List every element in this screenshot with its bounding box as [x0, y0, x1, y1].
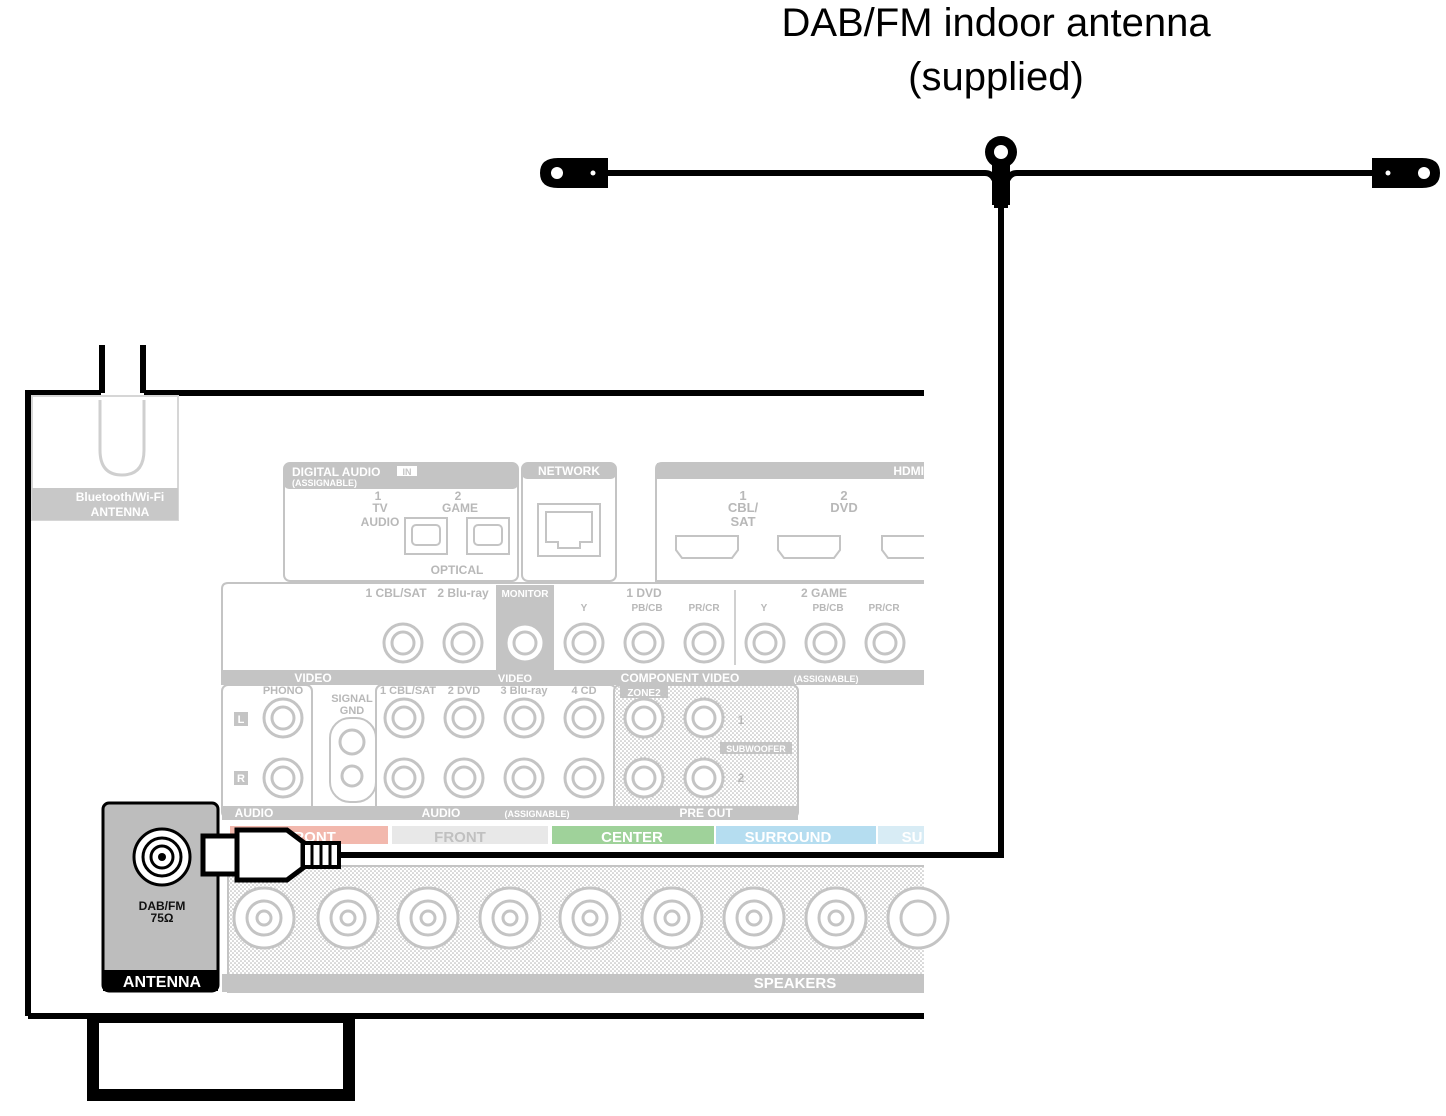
- svg-text:PR/CR: PR/CR: [688, 603, 720, 614]
- antenna-plug: [200, 827, 341, 883]
- svg-text:PB/CB: PB/CB: [631, 603, 662, 614]
- svg-text:1 CBL/SAT: 1 CBL/SAT: [365, 586, 427, 600]
- dabfm-antenna-terminal: DAB/FM 75Ω ANTENNA: [101, 801, 220, 993]
- svg-text:ZONE2: ZONE2: [627, 688, 661, 699]
- indoor-antenna: [338, 136, 1440, 858]
- svg-text:2: 2: [738, 771, 745, 785]
- svg-text:MONITOR: MONITOR: [501, 589, 549, 600]
- digital-audio-label: DIGITAL AUDIO: [292, 465, 380, 479]
- svg-text:IN: IN: [403, 467, 412, 477]
- svg-text:2 GAME: 2 GAME: [801, 586, 847, 600]
- receiver-foot: [87, 1017, 355, 1101]
- svg-text:TV: TV: [372, 501, 387, 515]
- svg-text:3 Blu-ray: 3 Blu-ray: [500, 685, 548, 697]
- audio-jacks: [262, 697, 605, 799]
- svg-text:(ASSIGNABLE): (ASSIGNABLE): [505, 809, 570, 819]
- svg-text:CENTER: CENTER: [601, 829, 663, 846]
- center-band: [552, 826, 714, 844]
- bluetooth-label-1: Bluetooth/Wi-Fi: [76, 490, 165, 504]
- svg-text:SAT: SAT: [730, 514, 755, 529]
- antenna-left-tip: [540, 158, 608, 188]
- svg-text:1: 1: [375, 489, 382, 503]
- digital-audio-block: DIGITAL AUDIO IN (ASSIGNABLE) 1 TV AUDIO…: [283, 462, 519, 582]
- svg-text:CBL/: CBL/: [728, 500, 759, 515]
- svg-text:OPTICAL: OPTICAL: [431, 563, 484, 577]
- svg-text:SPEAKERS: SPEAKERS: [754, 975, 837, 992]
- optical-port-1: [404, 517, 448, 555]
- svg-text:2 DVD: 2 DVD: [448, 685, 480, 697]
- bluetooth-antenna-block: Bluetooth/Wi-Fi ANTENNA: [31, 395, 179, 521]
- svg-text:DVD: DVD: [830, 500, 857, 515]
- svg-text:SIGNAL: SIGNAL: [331, 693, 373, 705]
- video-jacks: [382, 622, 906, 664]
- svg-text:SURROUND: SURROUND: [745, 829, 832, 846]
- svg-text:1: 1: [739, 488, 746, 503]
- signal-gnd-terminal: [329, 717, 377, 803]
- svg-text:L: L: [238, 714, 245, 726]
- svg-text:1 CBL/SAT: 1 CBL/SAT: [380, 685, 436, 697]
- svg-text:2: 2: [840, 488, 847, 503]
- hdmi-port-2: [777, 535, 841, 559]
- network-block: NETWORK: [521, 462, 617, 582]
- svg-text:Y: Y: [761, 603, 768, 614]
- svg-text:PHONO: PHONO: [263, 685, 304, 697]
- antenna-dabfm-label: DAB/FM: [139, 899, 186, 913]
- svg-text:AUDIO: AUDIO: [422, 806, 461, 820]
- svg-text:COMPONENT VIDEO: COMPONENT VIDEO: [621, 671, 740, 685]
- video-block: 1 CBL/SAT 2 Blu-ray MONITOR VIDEO VIDEO …: [221, 582, 924, 685]
- svg-text:NETWORK: NETWORK: [538, 464, 600, 478]
- antenna-ohm-label: 75Ω: [151, 911, 174, 925]
- title-line-1: DAB/FM indoor antenna: [781, 1, 1211, 45]
- svg-text:VIDEO: VIDEO: [294, 671, 331, 685]
- receiver-outline: [25, 345, 924, 1101]
- su-band: [878, 826, 924, 844]
- svg-text:AUDIO: AUDIO: [361, 515, 400, 529]
- svg-text:FRONT: FRONT: [434, 829, 486, 846]
- svg-text:1: 1: [738, 713, 745, 727]
- svg-text:R: R: [237, 773, 245, 785]
- front-l-band: [392, 826, 548, 844]
- antenna-right-tip: [1372, 158, 1440, 188]
- hdmi-block: HDMI 1 CBL/ SAT 2 DVD: [655, 462, 924, 582]
- antenna-cable: [338, 205, 1004, 858]
- antenna-label: ANTENNA: [123, 974, 202, 991]
- speaker-terminals: [232, 886, 950, 950]
- svg-text:PRE OUT: PRE OUT: [679, 806, 733, 820]
- bluetooth-label-2: ANTENNA: [91, 505, 150, 519]
- svg-text:GAME: GAME: [442, 501, 478, 515]
- svg-text:GND: GND: [340, 705, 365, 717]
- optical-port-2: [466, 517, 510, 555]
- svg-text:(ASSIGNABLE): (ASSIGNABLE): [292, 478, 357, 488]
- svg-text:AUDIO: AUDIO: [235, 806, 274, 820]
- speaker-block: FRONT FRONT CENTER SURROUND SU SPEAKERS: [222, 826, 950, 993]
- svg-text:4 CD: 4 CD: [571, 685, 596, 697]
- svg-text:PR/CR: PR/CR: [868, 603, 900, 614]
- pre-out-block: PRE OUT ZONE2 SUBWOOFER 1 2: [613, 684, 799, 820]
- network-port: [537, 503, 601, 557]
- svg-text:SU: SU: [902, 829, 923, 846]
- svg-text:HDMI: HDMI: [893, 464, 924, 478]
- svg-text:VIDEO: VIDEO: [498, 673, 533, 685]
- svg-text:1 DVD: 1 DVD: [626, 586, 662, 600]
- hdmi-port-1: [675, 535, 739, 559]
- svg-text:2: 2: [455, 489, 462, 503]
- surround-r-band: [716, 826, 876, 844]
- svg-text:SUBWOOFER: SUBWOOFER: [726, 744, 786, 754]
- svg-text:2 Blu-ray: 2 Blu-ray: [437, 586, 489, 600]
- audio-block: PHONO SIGNAL GND L R 1 CBL/SAT 2 DVD 3 B…: [221, 684, 617, 820]
- svg-text:PB/CB: PB/CB: [812, 603, 843, 614]
- svg-text:(ASSIGNABLE): (ASSIGNABLE): [794, 674, 859, 684]
- svg-text:Y: Y: [581, 603, 588, 614]
- title-line-2: (supplied): [908, 55, 1084, 99]
